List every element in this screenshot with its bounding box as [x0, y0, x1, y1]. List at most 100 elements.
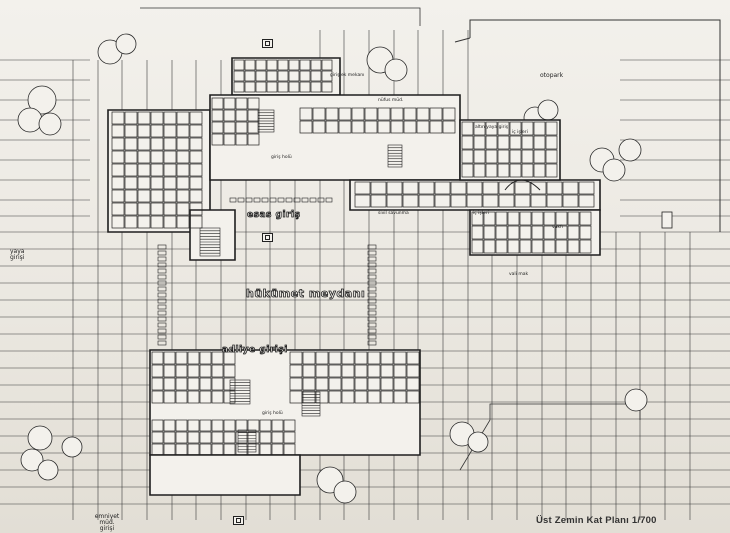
- room-cell: [418, 181, 435, 195]
- colonnade-pier: [157, 316, 167, 322]
- room-cell: [299, 70, 311, 82]
- room-cell: [328, 364, 342, 378]
- room-cell: [364, 120, 378, 134]
- room-cell: [199, 443, 212, 456]
- room-cell: [450, 194, 467, 208]
- entrance-bench: [317, 197, 325, 203]
- room-cell: [223, 133, 236, 146]
- room-label-altin-yaya: altın yaya giriş: [475, 125, 509, 130]
- room-cell: [163, 189, 177, 203]
- room-cell: [163, 351, 176, 365]
- tree-icon: [618, 138, 642, 162]
- staircases: [157, 109, 541, 453]
- room-cell: [338, 107, 352, 121]
- room-cell: [429, 107, 443, 121]
- room-cell: [124, 124, 138, 138]
- room-cell: [312, 107, 326, 121]
- room-cell: [567, 211, 580, 226]
- room-cell: [244, 59, 256, 71]
- room-cell: [579, 225, 592, 240]
- room-cell: [211, 364, 224, 378]
- room-cell: [111, 124, 125, 138]
- stair-outline: [229, 379, 251, 405]
- tree-icon: [333, 480, 357, 504]
- room-cell: [380, 351, 394, 365]
- room-cell: [302, 377, 316, 391]
- room-label-giris-ek: giriş ek mekanı: [330, 73, 365, 78]
- room-cell: [429, 120, 443, 134]
- room-cell: [402, 194, 419, 208]
- room-cell: [370, 181, 387, 195]
- room-cell: [507, 211, 520, 226]
- wall-block: [189, 209, 236, 261]
- room-cell: [189, 150, 203, 164]
- room-cell: [175, 443, 188, 456]
- room-cell: [150, 124, 164, 138]
- security-entrance-label: emniyet müd. girişi: [94, 513, 120, 532]
- room-cell: [211, 377, 224, 391]
- room-cell: [255, 59, 267, 71]
- room-cell: [555, 239, 568, 254]
- room-cell: [380, 377, 394, 391]
- room-cell: [163, 202, 177, 216]
- colonnade-pier: [157, 262, 167, 268]
- tree-icon: [537, 99, 559, 121]
- room-cell: [390, 107, 404, 121]
- room-cell: [471, 239, 484, 254]
- room-cell: [235, 121, 248, 134]
- room-cell: [370, 194, 387, 208]
- room-cell: [111, 202, 125, 216]
- entrance-bench: [285, 197, 293, 203]
- room-cell: [124, 111, 138, 125]
- room-cell: [471, 225, 484, 240]
- room-cell: [530, 194, 547, 208]
- room-cell: [163, 137, 177, 151]
- colonnade-pier: [367, 268, 377, 274]
- colonnade-pier: [367, 292, 377, 298]
- room-cell: [497, 163, 510, 178]
- room-cell: [111, 111, 125, 125]
- room-cell: [302, 390, 316, 404]
- colonnade-pier: [157, 244, 167, 250]
- room-cell: [555, 225, 568, 240]
- colonnade-pier: [157, 310, 167, 316]
- room-cell: [321, 81, 333, 93]
- main-entrance-label: esas giriş: [247, 210, 301, 220]
- room-cell: [283, 443, 296, 456]
- room-cell: [235, 133, 248, 146]
- room-cell: [509, 149, 522, 164]
- entrance-bench: [253, 197, 261, 203]
- colonnade-pier: [157, 280, 167, 286]
- colonnade-pier: [157, 274, 167, 280]
- room-cell: [187, 351, 200, 365]
- tree-icon: [115, 33, 137, 55]
- room-cell: [530, 181, 547, 195]
- room-cell: [211, 419, 224, 432]
- room-cell: [151, 364, 164, 378]
- room-cell: [223, 121, 236, 134]
- room-cell: [233, 70, 245, 82]
- room-cell: [364, 107, 378, 121]
- room-cell: [533, 149, 546, 164]
- room-cell: [377, 120, 391, 134]
- tree-icon: [467, 431, 489, 453]
- elevator-icon: [233, 516, 244, 525]
- room-cell: [137, 176, 151, 190]
- room-cell: [485, 149, 498, 164]
- room-cell: [498, 181, 515, 195]
- room-cell: [497, 135, 510, 150]
- room-label-nufus: nüfus müd.: [378, 98, 404, 103]
- room-cell: [578, 194, 595, 208]
- room-cell: [223, 431, 236, 444]
- room-cell: [223, 364, 236, 378]
- room-cell: [328, 351, 342, 365]
- room-cell: [277, 81, 289, 93]
- room-cell: [354, 390, 368, 404]
- room-label-giris-holu-north: giriş holü: [271, 155, 292, 160]
- room-cell: [321, 59, 333, 71]
- room-cell: [393, 364, 407, 378]
- room-cell: [341, 390, 355, 404]
- room-cell: [393, 390, 407, 404]
- room-cell: [151, 377, 164, 391]
- entrance-bench: [309, 197, 317, 203]
